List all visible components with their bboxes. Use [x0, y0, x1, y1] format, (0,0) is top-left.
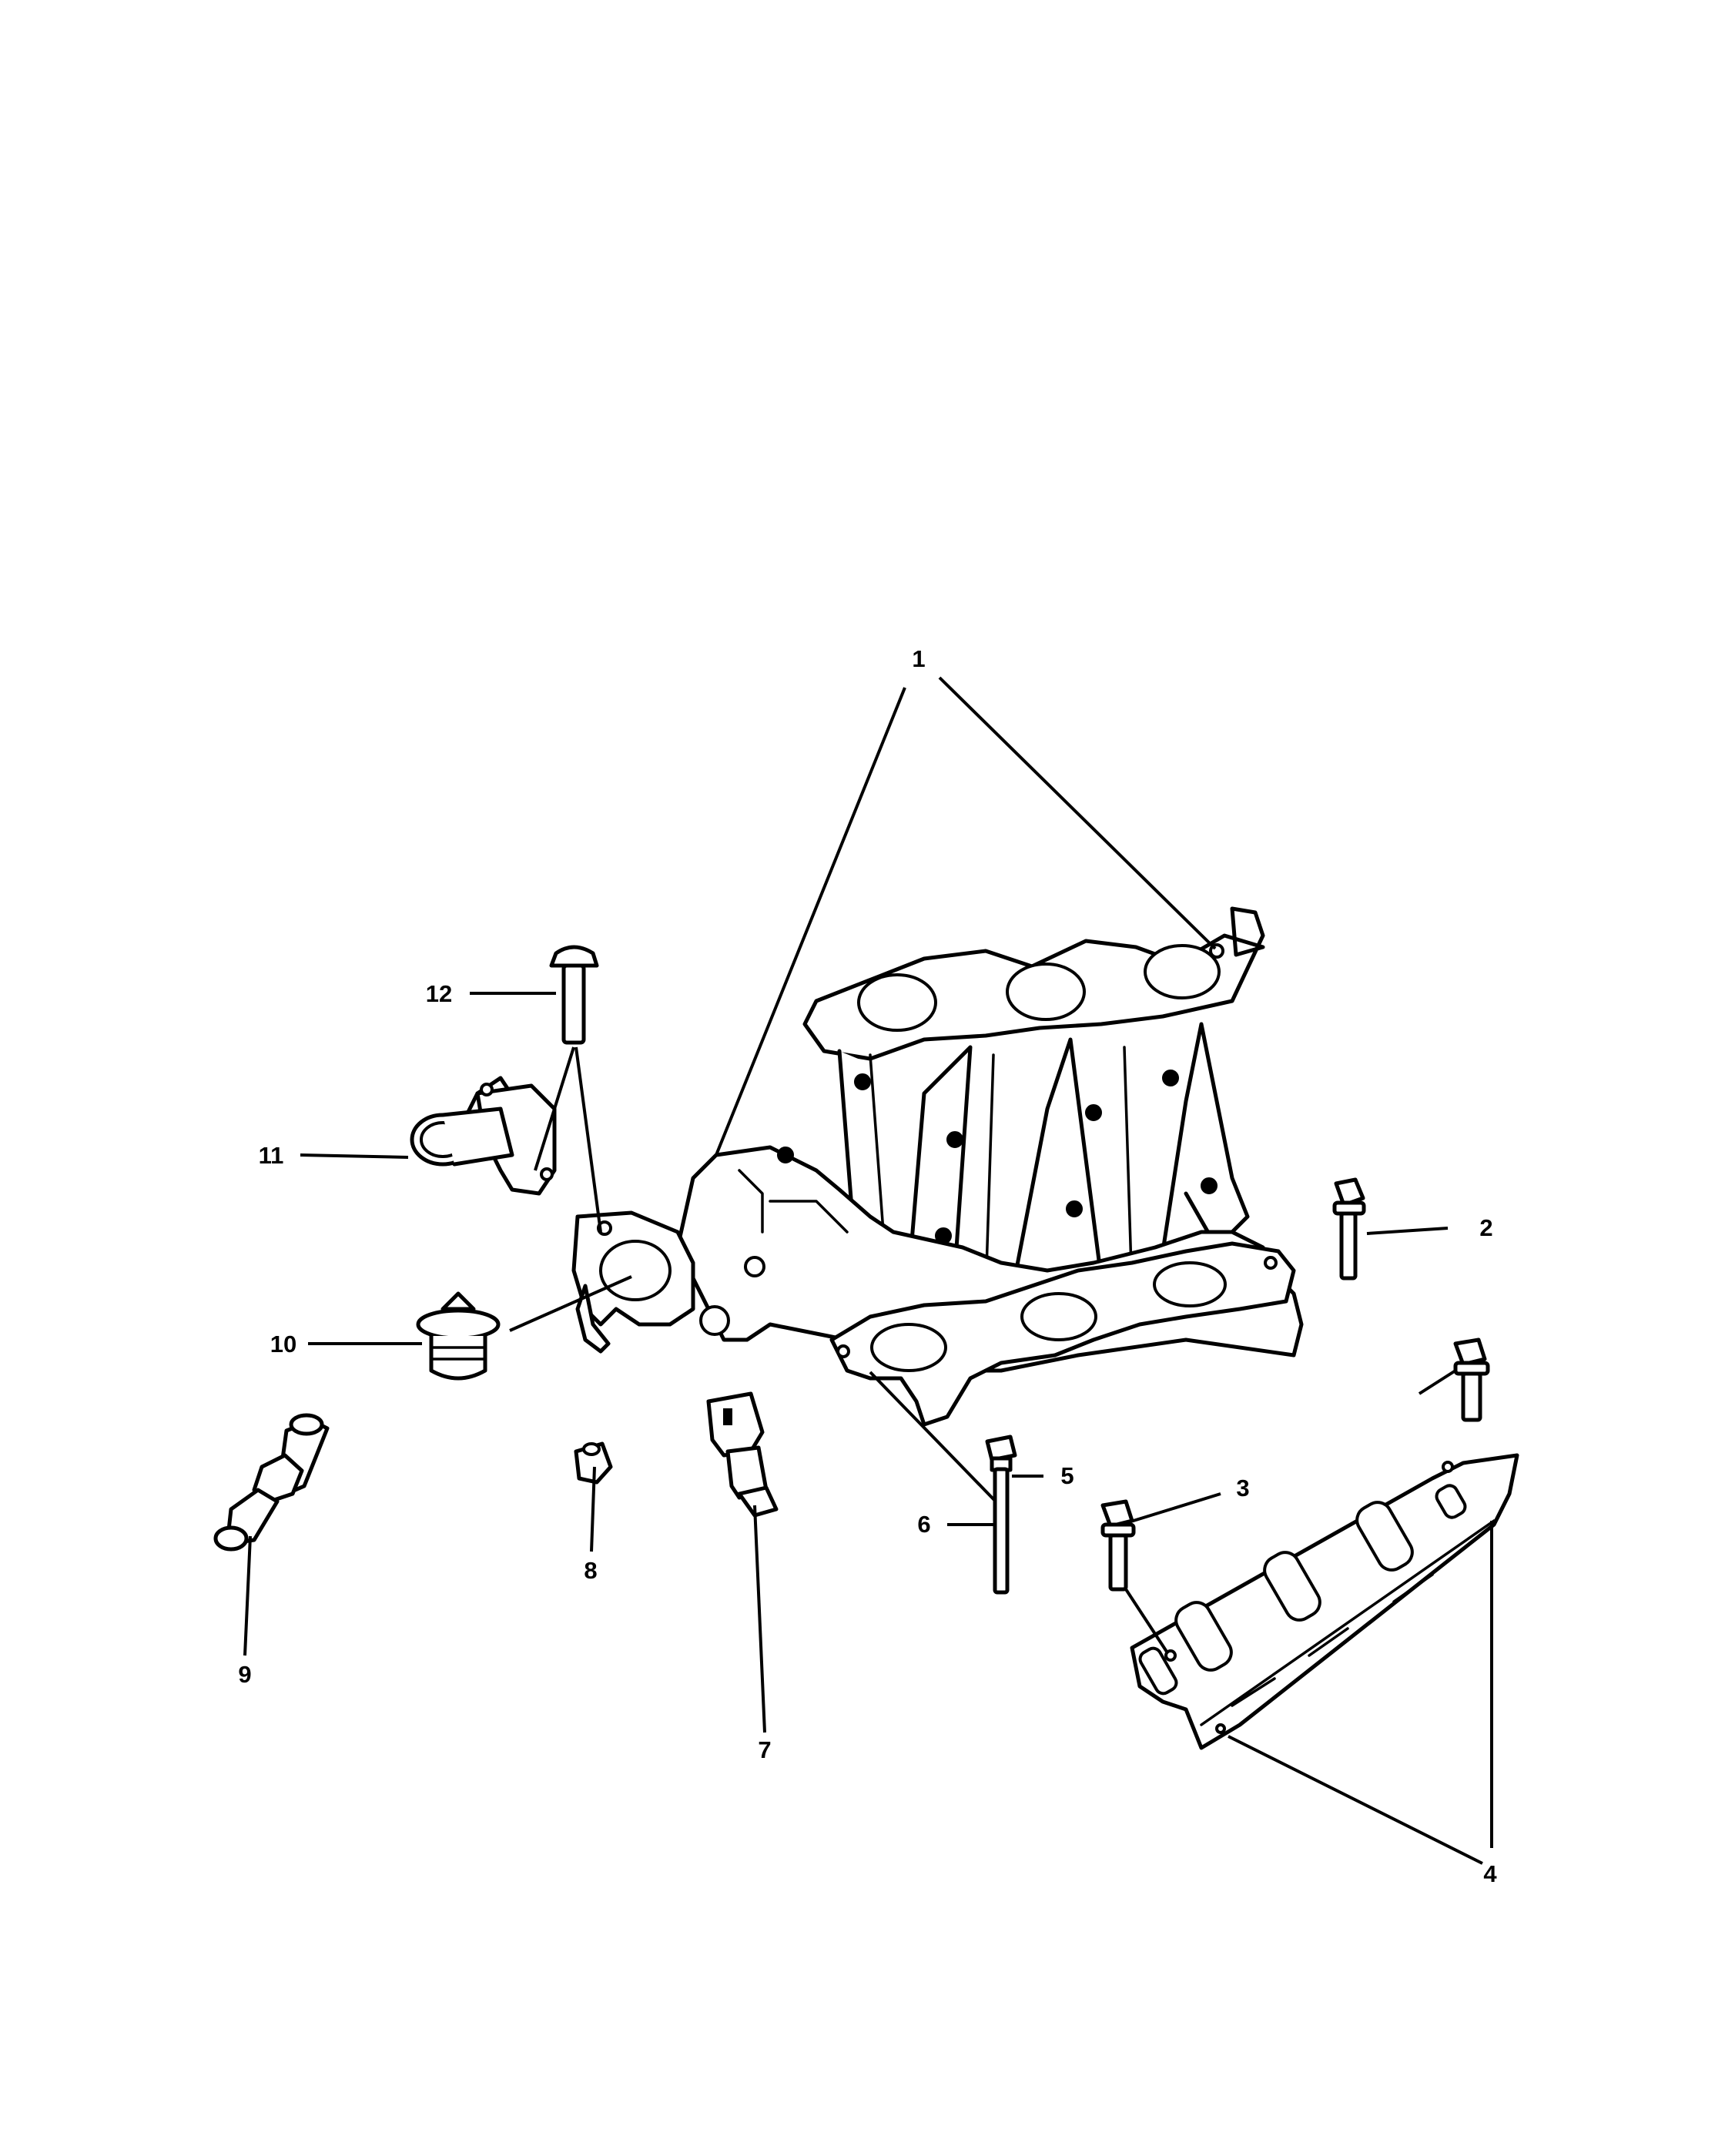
callout-6: 6 — [917, 1511, 930, 1538]
callout-3: 3 — [1236, 1475, 1249, 1502]
manifold-gasket — [1130, 1453, 1519, 1750]
callout-2: 2 — [1479, 1214, 1492, 1241]
thermostat — [416, 1291, 501, 1381]
bolt-12 — [549, 945, 599, 1045]
callout-9: 9 — [238, 1661, 251, 1688]
intake-manifold — [571, 906, 1304, 1427]
bolt-upper-right — [1453, 1337, 1490, 1422]
callout-8: 8 — [584, 1557, 597, 1584]
callout-labels: 1 2 3 4 5 6 7 8 9 10 11 12 — [238, 645, 1497, 1887]
callout-12: 12 — [426, 980, 452, 1007]
bolt-2 — [1332, 1177, 1366, 1281]
callout-5: 5 — [1060, 1462, 1074, 1489]
callout-10: 10 — [270, 1331, 296, 1358]
plug — [574, 1441, 613, 1485]
coolant-temperature-sensor — [706, 1391, 779, 1518]
leader-lines — [243, 676, 1493, 1865]
water-outlet — [410, 1076, 557, 1196]
callout-11: 11 — [259, 1142, 284, 1169]
callout-4: 4 — [1483, 1860, 1497, 1887]
callout-7: 7 — [758, 1736, 771, 1763]
hose-fitting — [213, 1413, 330, 1552]
bolt-3 — [1100, 1499, 1136, 1592]
callout-1: 1 — [912, 645, 925, 672]
bolt-5-6 — [985, 1435, 1017, 1595]
